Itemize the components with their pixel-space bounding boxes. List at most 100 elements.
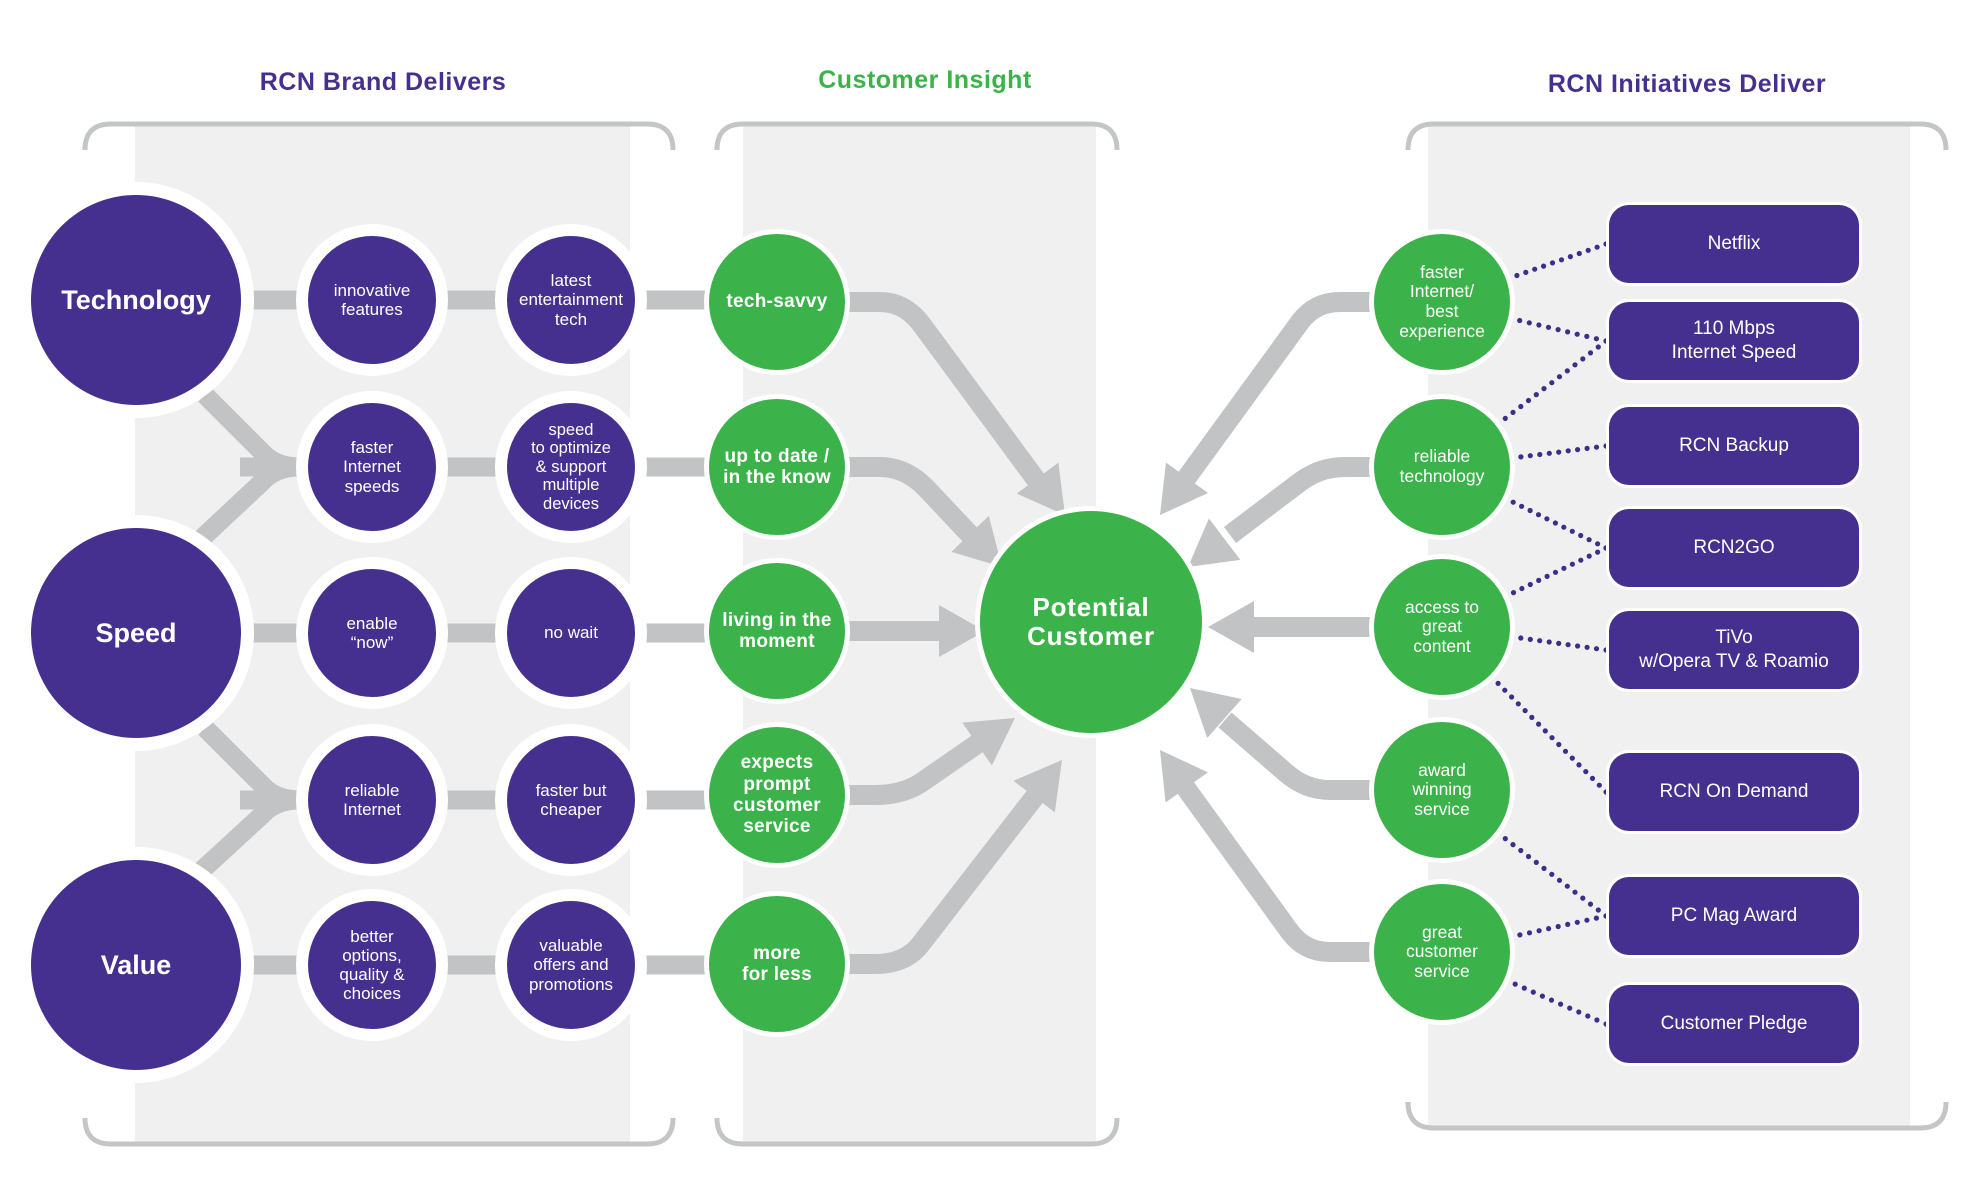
benefit-customer-service: great customer service [1374, 884, 1510, 1020]
initiatives-bracket-bottom [1405, 1101, 1949, 1131]
link-dot-customer-service-pcmag [1565, 921, 1571, 928]
link-dot-great-content-on-demand [1515, 701, 1521, 707]
initiative-pc-mag-award: PC Mag Award [1609, 877, 1859, 955]
link-dot-reliable-technology-backup [1603, 443, 1609, 449]
link-dot-faster-internet-mbps [1593, 336, 1599, 342]
link-dot-customer-service-pledge [1530, 989, 1536, 995]
link-dot-great-content-rcn2go [1586, 553, 1592, 559]
link-dot-customer-service-pledge [1548, 997, 1555, 1003]
link-dot-customer-service-pledge [1521, 985, 1527, 991]
link-dot-great-content-on-demand [1576, 762, 1582, 768]
benefit-great-content: access to great content [1374, 559, 1510, 695]
link-dot-customer-service-pledge [1603, 1021, 1609, 1027]
link-dot-customer-service-pledge [1503, 977, 1509, 983]
arrow-customer-service [1171, 774, 1374, 962]
link-dot-faster-internet-netflix [1541, 263, 1547, 269]
link-dot-reliable-technology-rcn2go [1544, 516, 1550, 522]
link-dot-faster-internet-netflix [1603, 241, 1609, 247]
link-dot-great-content-tivo [1546, 639, 1552, 645]
initiative-110-mbps: 110 Mbps Internet Speed [1609, 302, 1859, 380]
link-dot-reliable-technology-rcn2go [1535, 512, 1542, 518]
link-dot-faster-internet-netflix [1532, 266, 1538, 272]
link-dot-great-content-tivo [1584, 644, 1590, 650]
initiatives-title: RCN Initiatives Deliver [1547, 70, 1827, 98]
link-dot-great-content-on-demand [1562, 748, 1569, 754]
link-dot-reliable-technology-mbps [1580, 356, 1586, 362]
link-dot-great-content-on-demand [1536, 721, 1542, 727]
link-dot-reliable-technology-mbps [1564, 368, 1570, 374]
insight-more-for-less: more for less [709, 896, 845, 1032]
link-dot-faster-internet-mbps [1565, 329, 1571, 335]
link-dot-reliable-technology-rcn2go [1552, 520, 1558, 526]
link-dot-award-winning-pcmag [1595, 907, 1601, 913]
link-dot-reliable-technology-rcn2go [1569, 528, 1575, 534]
link-dot-reliable-technology-mbps [1595, 344, 1601, 350]
pillar-technology: Technology [31, 195, 241, 405]
link-dot-customer-service-pledge [1567, 1005, 1573, 1011]
branch-speed-to-reliable [198, 721, 301, 810]
insight-up-to-date: up to date / in the know [709, 399, 845, 535]
link-dot-customer-service-pcmag [1507, 934, 1513, 940]
attribute-innovative-features: innovative features [308, 236, 436, 364]
initiative-rcn2go: RCN2GO [1609, 509, 1859, 587]
link-dot-faster-internet-mbps [1507, 315, 1513, 321]
link-dot-reliable-technology-mbps [1587, 350, 1594, 356]
link-dot-great-content-rcn2go [1561, 565, 1567, 571]
link-dot-award-winning-pcmag [1572, 889, 1578, 895]
brand-bracket-top [82, 121, 676, 151]
link-dot-great-content-on-demand [1603, 789, 1609, 795]
link-dot-reliable-technology-backup [1556, 449, 1562, 455]
attribute-valuable-offers: valuable offers and promotions [507, 901, 635, 1029]
link-dot-reliable-technology-backup [1518, 454, 1524, 460]
link-dot-customer-service-pcmag [1536, 928, 1542, 934]
link-dot-faster-internet-netflix [1514, 272, 1520, 279]
link-dot-great-content-on-demand [1542, 728, 1548, 734]
initiative-on-demand: RCN On Demand [1609, 753, 1859, 831]
arrowhead-great-content [1208, 601, 1254, 653]
link-dot-customer-service-pledge [1512, 981, 1518, 987]
link-dot-great-content-rcn2go [1527, 581, 1533, 588]
link-dot-great-content-on-demand [1509, 694, 1515, 700]
link-dot-great-content-on-demand [1596, 782, 1602, 788]
link-dot-reliable-technology-mbps [1510, 409, 1516, 415]
link-dot-great-content-tivo [1565, 642, 1571, 648]
initiative-customer-pledge: Customer Pledge [1609, 985, 1859, 1063]
link-dot-faster-internet-netflix [1576, 250, 1582, 257]
link-dot-award-winning-pcmag [1556, 877, 1563, 883]
arrowhead-faster-internet [1160, 462, 1209, 515]
arrow-more-for-less [845, 783, 1048, 974]
link-dot-customer-service-pledge [1558, 1001, 1564, 1007]
link-dot-faster-internet-mbps [1536, 322, 1542, 328]
potential-customer-hub: Potential Customer [980, 511, 1202, 733]
link-dot-great-content-tivo [1593, 646, 1600, 652]
link-dot-reliable-technology-mbps [1541, 386, 1547, 392]
link-dot-customer-service-pledge [1585, 1013, 1591, 1019]
benefit-award-winning: award winning service [1374, 722, 1510, 858]
link-dot-customer-service-pcmag [1517, 932, 1523, 938]
arrowhead-reliable-technology [1188, 518, 1241, 567]
link-dot-great-content-tivo [1556, 640, 1562, 647]
link-dot-customer-service-pcmag [1593, 915, 1599, 921]
link-dot-faster-internet-mbps [1555, 327, 1561, 333]
arrow-tech-savvy [845, 292, 1049, 491]
insight-bracket-bottom [714, 1117, 1120, 1147]
branch-technology-to-faster [198, 388, 301, 477]
link-dot-great-content-rcn2go [1552, 569, 1559, 575]
attribute-no-wait: no wait [507, 569, 635, 697]
link-dot-customer-service-pcmag [1555, 923, 1561, 930]
link-dot-great-content-on-demand [1529, 714, 1535, 721]
link-dot-reliable-technology-backup [1575, 447, 1581, 453]
branch-speed-to-faster [193, 457, 301, 547]
arrow-expects-prompt [845, 726, 996, 805]
link-dot-great-content-on-demand [1488, 674, 1494, 680]
arrowhead-more-for-less [1013, 760, 1062, 813]
link-dot-faster-internet-netflix [1594, 244, 1600, 250]
link-dot-customer-service-pcmag [1584, 917, 1590, 923]
link-dot-reliable-technology-rcn2go [1561, 524, 1567, 530]
arrowhead-customer-service [1160, 750, 1208, 803]
arrowhead-up-to-date [951, 515, 1002, 567]
link-dot-customer-service-pledge [1594, 1017, 1600, 1023]
link-dot-award-winning-pcmag [1549, 871, 1555, 877]
